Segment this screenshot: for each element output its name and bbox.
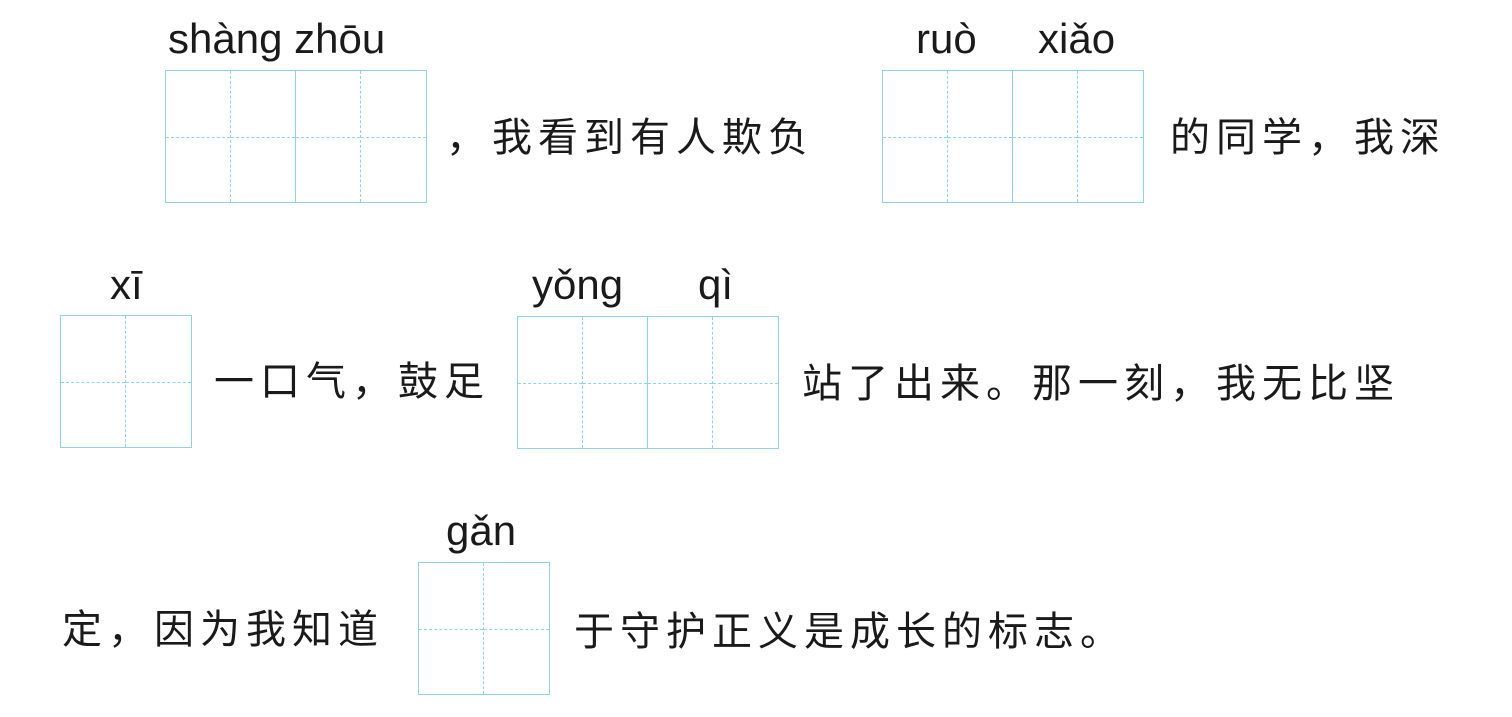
answer-box-ruo-xiao[interactable] — [882, 70, 1144, 203]
pinyin-gan: gǎn — [446, 507, 517, 554]
answer-box-gan[interactable] — [418, 562, 550, 695]
sentence-text: 一口气，鼓足 — [214, 359, 490, 405]
pinyin-xi: xī — [110, 261, 143, 308]
pinyin-yong: yǒng — [532, 261, 624, 308]
answer-cell[interactable] — [583, 317, 648, 448]
pinyin-qi: qì — [698, 261, 734, 308]
answer-cell[interactable] — [296, 71, 361, 202]
answer-box-yong-qi[interactable] — [517, 316, 779, 449]
answer-cell[interactable] — [1013, 71, 1078, 202]
sentence-text: 于守护正义是成长的标志。 — [574, 609, 1126, 655]
answer-cell[interactable] — [231, 71, 296, 202]
sentence-text: ，我看到有人欺负 — [446, 115, 814, 161]
answer-cell[interactable] — [484, 563, 549, 694]
sentence-text: 定，因为我知道 — [62, 607, 384, 653]
answer-box-xi[interactable] — [60, 315, 192, 448]
answer-cell[interactable] — [126, 316, 191, 447]
answer-cell[interactable] — [419, 563, 484, 694]
answer-cell[interactable] — [948, 71, 1013, 202]
pinyin-ruo: ruò — [916, 15, 977, 62]
answer-cell[interactable] — [166, 71, 231, 202]
answer-cell[interactable] — [61, 316, 126, 447]
answer-cell[interactable] — [883, 71, 948, 202]
answer-cell[interactable] — [1078, 71, 1143, 202]
answer-box-shang-zhou[interactable] — [165, 70, 427, 203]
pinyin-shang-zhou: shàng zhōu — [168, 15, 386, 62]
answer-cell[interactable] — [361, 71, 426, 202]
answer-cell[interactable] — [648, 317, 713, 448]
sentence-text: 站了出来。那一刻，我无比坚 — [802, 361, 1400, 407]
answer-cell[interactable] — [518, 317, 583, 448]
answer-cell[interactable] — [713, 317, 778, 448]
sentence-text: 的同学，我深 — [1170, 115, 1446, 161]
pinyin-xiao: xiǎo — [1038, 15, 1116, 62]
